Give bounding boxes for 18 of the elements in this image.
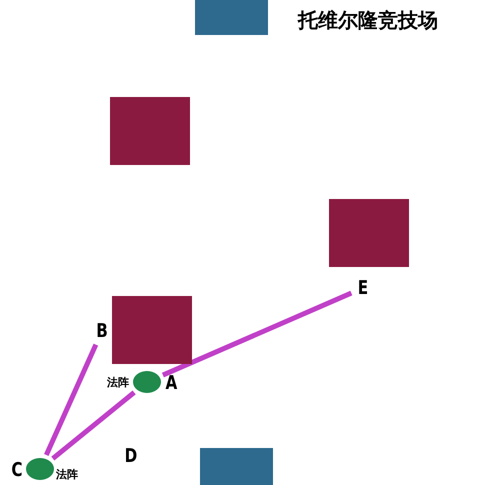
title: 托维尔隆竞技场 [298, 7, 438, 34]
pillar-block [112, 296, 192, 364]
point-label: 法阵 [56, 469, 78, 481]
circle-marker [133, 371, 161, 393]
pillar-block [110, 97, 190, 165]
connector-line [51, 390, 136, 460]
point-letter: C [11, 460, 23, 480]
connector-line [44, 344, 98, 456]
gate-block [200, 448, 273, 485]
connector-line [162, 290, 352, 378]
point-letter: E [356, 278, 370, 298]
point-letter: A [165, 373, 178, 393]
point-label: 法阵 [107, 377, 129, 389]
circle-marker [26, 458, 54, 480]
gate-block [195, 0, 268, 35]
pillar-block [329, 199, 409, 267]
point-letter: D [124, 446, 138, 466]
point-letter: B [96, 321, 108, 341]
